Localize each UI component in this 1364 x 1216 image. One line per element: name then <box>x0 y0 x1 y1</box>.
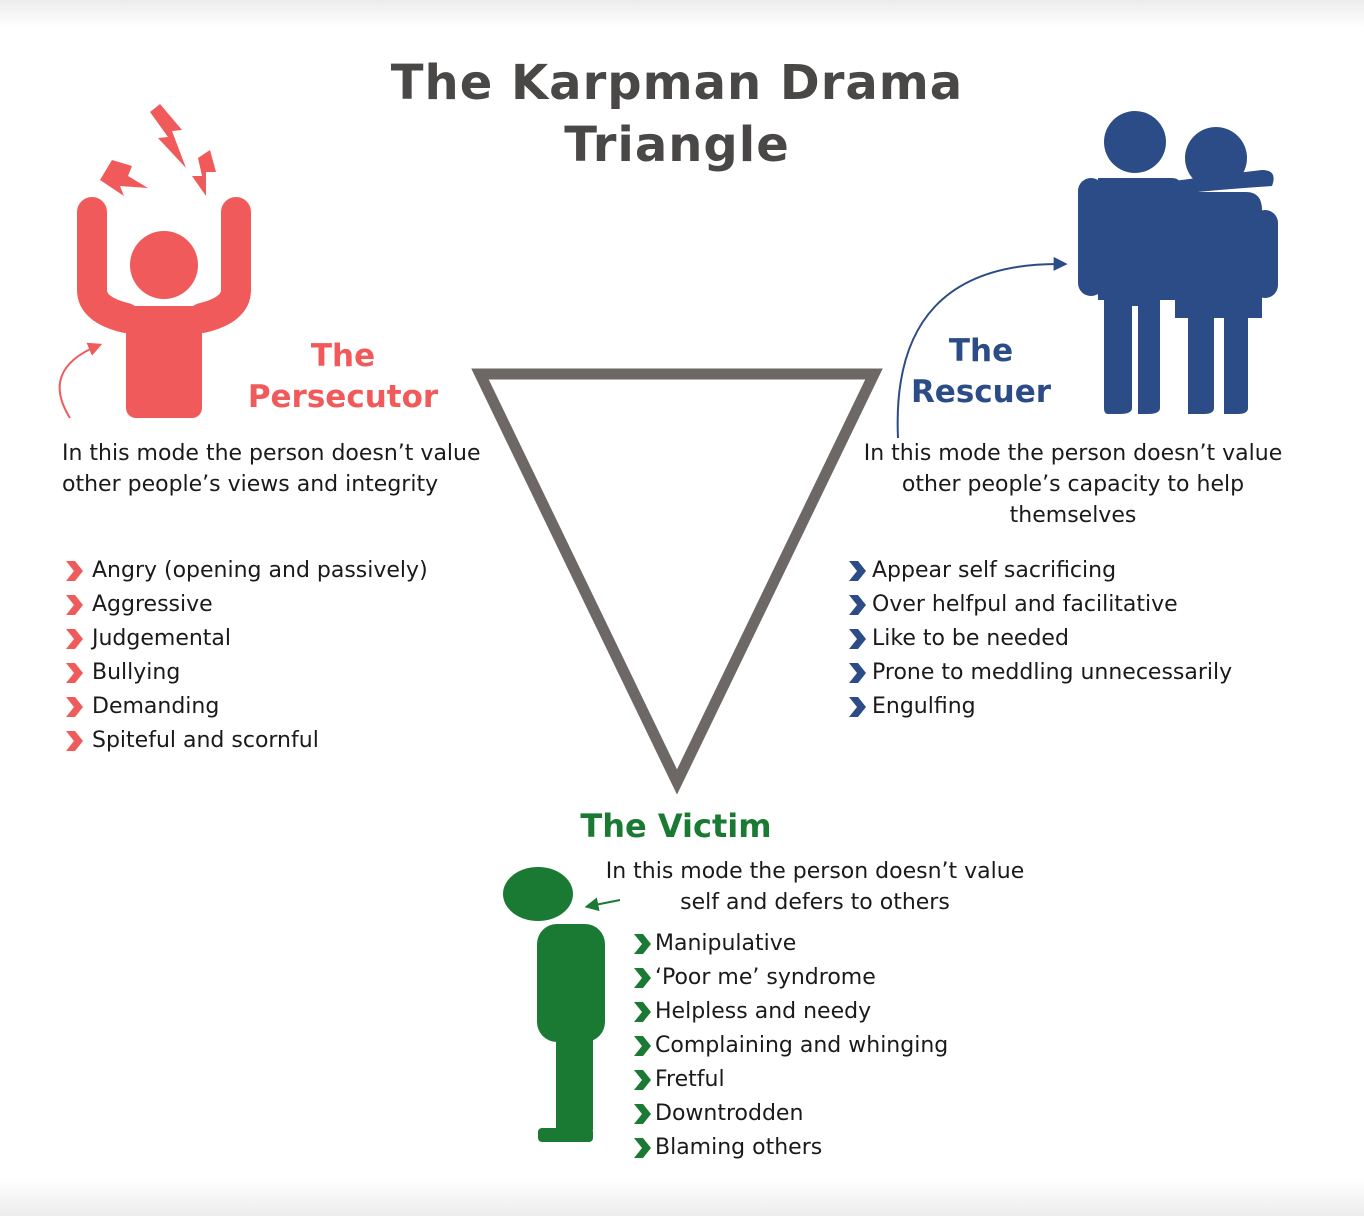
victim-trait-label: Blaming others <box>655 1135 823 1160</box>
chevron-right-icon <box>634 1070 651 1090</box>
angry-person-icon <box>77 197 251 418</box>
rescuer-trait-item: Like to be needed <box>845 622 1232 656</box>
rescuer-heading: The Rescuer <box>910 333 1052 410</box>
rescuer-trait-item: Engulfing <box>845 690 1232 724</box>
victim-description: In this mode the person doesn’t value se… <box>605 859 1025 915</box>
victim-heading: The Victim <box>580 807 772 845</box>
persecutor-cycle-arrow <box>58 342 103 419</box>
persecutor-trait-item: Angry (opening and passively) <box>62 554 428 588</box>
chevron-right-icon <box>634 934 651 954</box>
chevron-right-icon <box>634 968 651 988</box>
chevron-right-icon <box>66 561 83 581</box>
persecutor-trait-label: Bullying <box>92 660 181 685</box>
victim-trait-label: Manipulative <box>655 931 797 956</box>
persecutor-trait-label: Demanding <box>92 694 220 719</box>
rescuer-trait-item: Appear self sacrificing <box>845 554 1232 588</box>
lightning-bolt-icon <box>100 104 216 196</box>
victim-pointer-arrow <box>584 897 621 912</box>
victim-trait-label: ‘Poor me’ syndrome <box>655 965 876 990</box>
victim-trait-label: Fretful <box>655 1067 725 1092</box>
persecutor-trait-label: Judgemental <box>92 626 232 651</box>
chevron-right-icon <box>634 1036 651 1056</box>
chevron-right-icon <box>849 663 866 683</box>
chevron-right-icon <box>849 595 866 615</box>
persecutor-heading: The Persecutor <box>247 338 439 415</box>
rescuer-trait-label: Like to be needed <box>872 626 1069 651</box>
victim-trait-item: Complaining and whinging <box>630 1029 948 1063</box>
victim-trait-item: Downtrodden <box>630 1097 948 1131</box>
chevron-right-icon <box>66 595 83 615</box>
chevron-right-icon <box>849 561 866 581</box>
chevron-right-icon <box>66 731 83 751</box>
victim-trait-item: Fretful <box>630 1063 948 1097</box>
victim-trait-item: Helpless and needy <box>630 995 948 1029</box>
persecutor-trait-item: Bullying <box>62 656 428 690</box>
rescuer-trait-label: Engulfing <box>872 694 976 719</box>
rescuer-trait-item: Prone to meddling unnecessarily <box>845 656 1232 690</box>
victim-trait-label: Downtrodden <box>655 1101 804 1126</box>
victim-trait-label: Helpless and needy <box>655 999 872 1024</box>
drama-triangle <box>471 368 883 795</box>
rescuer-trait-label: Over helfpul and facilitative <box>872 592 1178 617</box>
head-down-person-icon <box>503 867 605 1142</box>
rescuer-cycle-arrow <box>896 256 1068 439</box>
persecutor-trait-label: Spiteful and scornful <box>92 728 319 753</box>
persecutor-trait-item: Aggressive <box>62 588 428 622</box>
victim-trait-item: Manipulative <box>630 927 948 961</box>
two-people-icon <box>1078 111 1278 414</box>
chevron-right-icon <box>66 663 83 683</box>
chevron-right-icon <box>634 1002 651 1022</box>
victim-trait-label: Complaining and whinging <box>655 1033 949 1058</box>
chevron-right-icon <box>66 697 83 717</box>
rescuer-trait-label: Appear self sacrificing <box>872 558 1117 583</box>
victim-trait-item: ‘Poor me’ syndrome <box>630 961 948 995</box>
persecutor-trait-label: Aggressive <box>92 592 213 617</box>
victim-trait-item: Blaming others <box>630 1131 948 1165</box>
persecutor-description: In this mode the person doesn’t value ot… <box>62 441 481 497</box>
persecutor-trait-item: Demanding <box>62 690 428 724</box>
persecutor-trait-item: Judgemental <box>62 622 428 656</box>
chevron-right-icon <box>634 1104 651 1124</box>
rescuer-trait-label: Prone to meddling unnecessarily <box>872 660 1233 685</box>
chevron-right-icon <box>634 1138 651 1158</box>
persecutor-trait-label: Angry (opening and passively) <box>92 558 428 583</box>
persecutor-trait-item: Spiteful and scornful <box>62 724 428 758</box>
chevron-right-icon <box>849 697 866 717</box>
chevron-right-icon <box>849 629 866 649</box>
chevron-right-icon <box>66 629 83 649</box>
rescuer-trait-item: Over helfpul and facilitative <box>845 588 1232 622</box>
page-title: The Karpman Drama Triangle <box>390 55 964 173</box>
rescuer-description: In this mode the person doesn’t value ot… <box>863 441 1283 528</box>
